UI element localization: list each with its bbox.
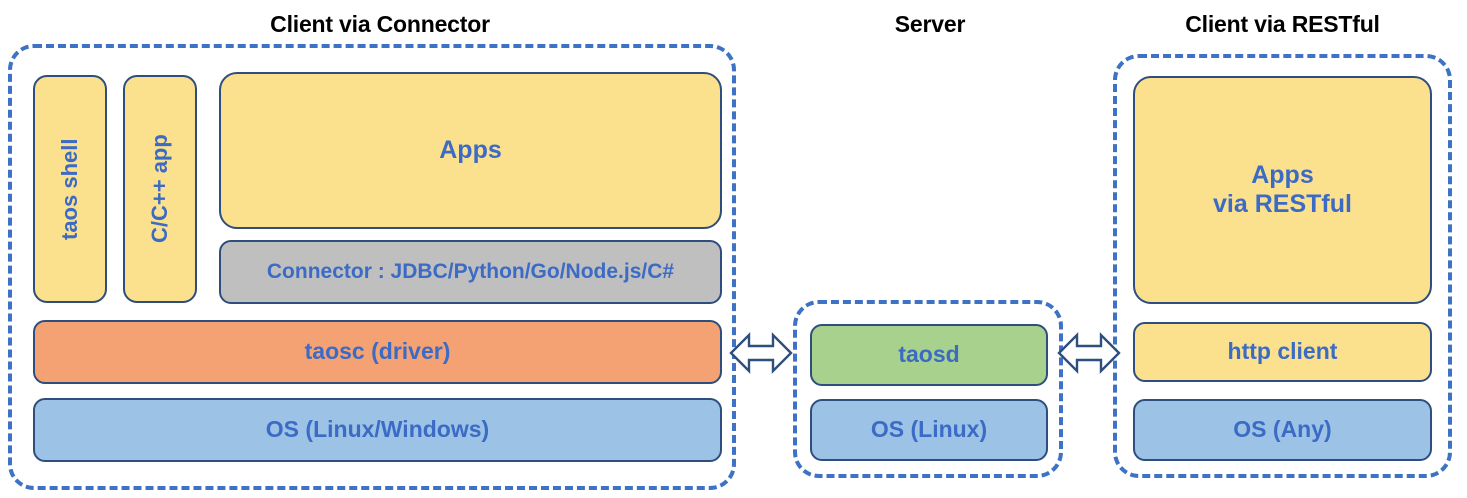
node-http-client-label: http client	[1227, 338, 1338, 365]
section-title-server: Server	[894, 11, 966, 37]
node-os-linux-windows[interactable]: OS (Linux/Windows)	[33, 398, 722, 462]
group-server	[793, 300, 1063, 478]
group-client-via-restful	[1113, 54, 1452, 478]
group-client-via-connector	[8, 44, 736, 490]
double-headed-arrow-icon-connector-server	[729, 326, 793, 380]
node-apps-via-restful-line2: via RESTful	[1213, 190, 1352, 218]
node-taosd[interactable]: taosd	[810, 324, 1048, 386]
node-apps-label: Apps	[439, 135, 502, 164]
node-taos-shell-label: taos shell	[57, 138, 83, 240]
double-headed-arrow-icon-server-restful	[1057, 326, 1121, 380]
node-taosc-driver-label: taosc (driver)	[304, 338, 451, 365]
node-taos-shell[interactable]: taos shell	[33, 75, 107, 303]
node-os-any-label: OS (Any)	[1233, 416, 1332, 443]
node-taosc-driver[interactable]: taosc (driver)	[33, 320, 722, 384]
node-os-linux-label: OS (Linux)	[870, 416, 988, 443]
node-connector-label: Connector : JDBC/Python/Go/Node.js/C#	[266, 259, 675, 283]
node-apps-via-restful[interactable]: Apps via RESTful	[1133, 76, 1432, 304]
node-os-any[interactable]: OS (Any)	[1133, 399, 1432, 461]
node-http-client[interactable]: http client	[1133, 322, 1432, 382]
node-apps-via-restful-label: Apps via RESTful	[1213, 161, 1352, 220]
node-connector[interactable]: Connector : JDBC/Python/Go/Node.js/C#	[219, 240, 722, 304]
node-c-cpp-app[interactable]: C/C++ app	[123, 75, 197, 303]
section-title-client-via-connector: Client via Connector	[270, 11, 490, 37]
node-apps[interactable]: Apps	[219, 72, 722, 229]
node-os-linux[interactable]: OS (Linux)	[810, 399, 1048, 461]
node-apps-via-restful-line1: Apps	[1251, 160, 1314, 189]
node-c-cpp-app-label: C/C++ app	[147, 134, 173, 244]
node-os-linux-windows-label: OS (Linux/Windows)	[265, 416, 490, 443]
section-title-client-via-restful: Client via RESTful	[1185, 11, 1380, 37]
node-taosd-label: taosd	[898, 341, 960, 368]
